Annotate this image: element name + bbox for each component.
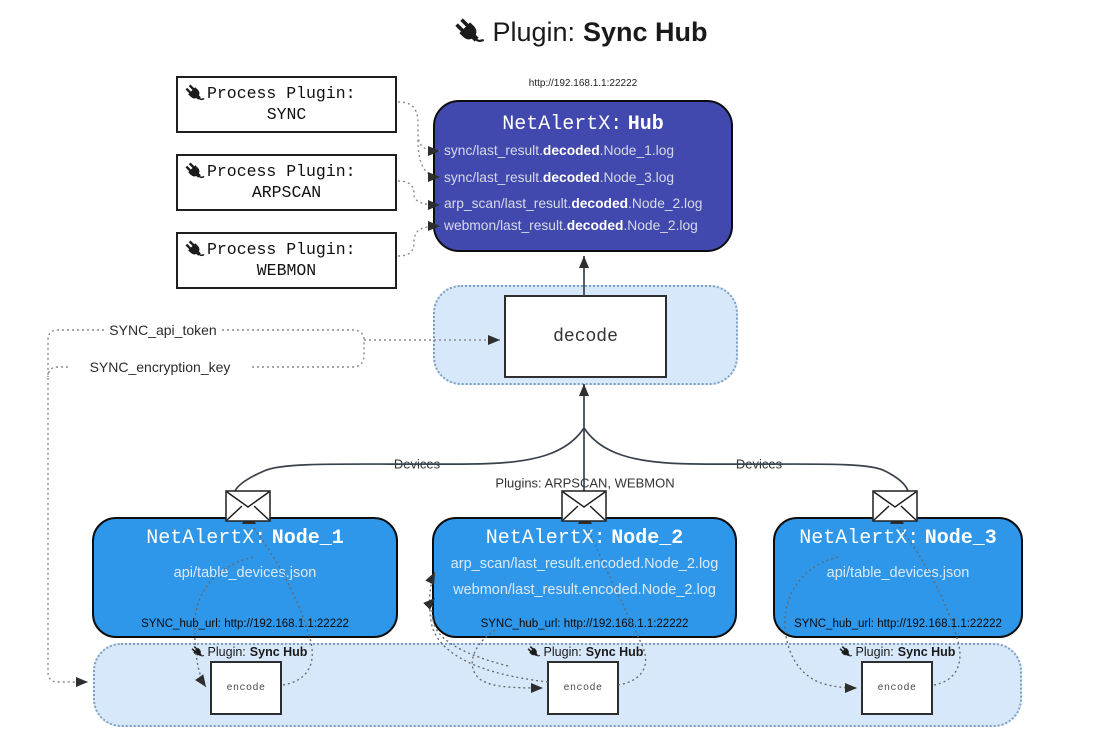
plug-icon (191, 645, 205, 659)
hub-box: NetAlertX:Hub sync/last_result.decoded.N… (433, 100, 733, 252)
edge-label-devices-right: Devices (731, 456, 787, 472)
node-hub-url: SYNC_hub_url: http://192.168.1.1:22222 (480, 618, 689, 630)
process-plugin-sync: Process Plugin: SYNC (176, 76, 397, 133)
title-prefix: Plugin: (492, 16, 576, 47)
encoder-plugin-label: Plugin:Sync Hub (839, 645, 955, 659)
plug-icon (184, 83, 205, 104)
edge-label-devices-left: Devices (389, 456, 445, 472)
plug-icon (184, 239, 205, 260)
hub-log-line: arp_scan/last_result.decoded.Node_2.log (444, 196, 703, 211)
hub-log-line: sync/last_result.decoded.Node_3.log (444, 170, 675, 185)
title-name: Sync Hub (583, 16, 708, 47)
node-file-line: api/table_devices.json (173, 565, 317, 581)
process-plugin-label: Process Plugin: (207, 84, 356, 103)
node-file-line: webmon/last_result.encoded.Node_2.log (453, 582, 716, 598)
encoder-plugin-label: Plugin:Sync Hub (527, 645, 643, 659)
node-title: NetAlertX:Node_1 (146, 527, 344, 550)
hub-log-line: webmon/last_result.decoded.Node_2.log (444, 218, 698, 233)
node-hub-url: SYNC_hub_url: http://192.168.1.1:22222 (141, 618, 349, 630)
encode-box: encode (861, 661, 933, 715)
node-file-line: arp_scan/last_result.encoded.Node_2.log (450, 556, 719, 572)
node-file-line: api/table_devices.json (826, 565, 970, 581)
node-title: NetAlertX:Node_3 (799, 527, 997, 550)
process-plugin-name: WEBMON (256, 261, 317, 280)
hub-title-name: Hub (627, 113, 664, 136)
node-3-box: NetAlertX:Node_3 api/table_devices.json … (773, 517, 1023, 638)
encoder-plugin-label: Plugin:Sync Hub (191, 645, 307, 659)
process-plugin-arpscan: Process Plugin: ARPSCAN (176, 154, 397, 211)
node-title: NetAlertX:Node_2 (485, 527, 684, 550)
hub-url: http://192.168.1.1:22222 (528, 78, 638, 89)
hub-log-line: sync/last_result.decoded.Node_1.log (444, 143, 675, 158)
node-hub-url: SYNC_hub_url: http://192.168.1.1:22222 (794, 618, 1002, 630)
edge-label-plugins-center: Plugins: ARPSCAN, WEBMON (491, 475, 679, 491)
config-encryption-key-label: SYNC_encryption_key (85, 359, 235, 375)
node-1-box: NetAlertX:Node_1 api/table_devices.json … (92, 517, 398, 638)
plug-icon (453, 16, 485, 48)
plug-icon (839, 645, 853, 659)
page-title: Plugin: Sync Hub (0, 16, 1117, 48)
node-2-box: NetAlertX:Node_2 arp_scan/last_result.en… (432, 517, 737, 638)
process-plugin-label: Process Plugin: (207, 240, 356, 259)
encode-box: encode (210, 661, 282, 715)
plug-icon (184, 161, 205, 182)
process-plugin-webmon: Process Plugin: WEBMON (176, 232, 397, 289)
process-plugin-label: Process Plugin: (207, 162, 356, 181)
encode-box: encode (547, 661, 619, 715)
process-plugin-name: SYNC (266, 105, 307, 124)
hub-title-prefix: NetAlertX: (502, 113, 623, 136)
plug-icon (527, 645, 541, 659)
config-api-token-label: SYNC_api_token (105, 322, 221, 338)
process-plugin-name: ARPSCAN (251, 183, 322, 202)
hub-title: NetAlertX:Hub (435, 113, 731, 136)
decode-box: decode (504, 295, 667, 378)
